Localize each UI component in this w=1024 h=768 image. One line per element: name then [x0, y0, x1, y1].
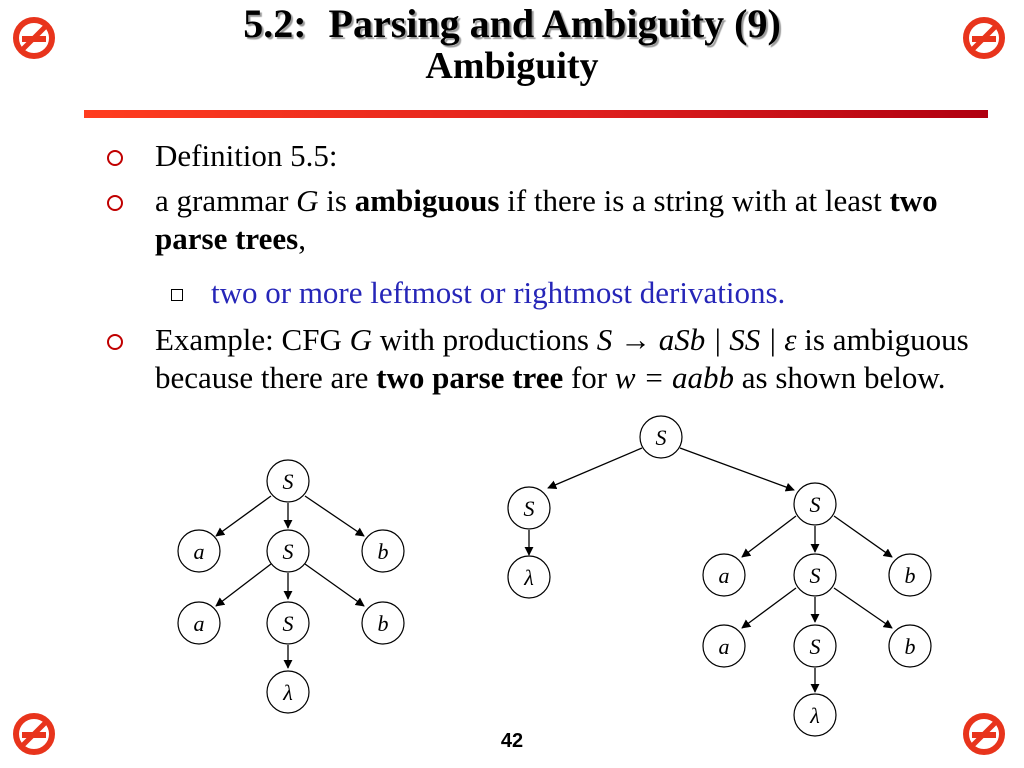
- node-circle: [793, 553, 837, 597]
- node-circle: [793, 482, 837, 526]
- node-label: a: [194, 611, 205, 636]
- hollow-circle-bullet-icon: [107, 195, 123, 211]
- node-circle: [266, 670, 310, 714]
- node-label: b: [378, 611, 389, 636]
- edge: [833, 587, 893, 629]
- text: is ambiguous because there are: [155, 322, 969, 395]
- node-label: S: [283, 539, 294, 564]
- page-number: 42: [500, 730, 524, 752]
- text: for: [563, 360, 615, 395]
- node-label: S: [810, 634, 821, 659]
- text: is: [318, 183, 355, 218]
- node-circle: [888, 624, 932, 668]
- text: a grammar: [155, 183, 297, 218]
- edge: [679, 447, 795, 492]
- edge: [741, 515, 797, 558]
- node-circle: [793, 693, 837, 737]
- title-number: 5.2:: [243, 1, 307, 46]
- node-circle: [361, 529, 405, 573]
- edge: [304, 495, 365, 537]
- tree-nodes: [177, 415, 932, 737]
- text: ,: [298, 221, 306, 256]
- sub-bullet-derivations: two or more leftmost or rightmost deriva…: [171, 274, 991, 312]
- text-bold: two parse tree: [376, 360, 564, 395]
- bullet-example: Example: CFG G with productions S → aSb …: [107, 321, 990, 397]
- node-circle: [702, 553, 746, 597]
- node-circle: [266, 459, 310, 503]
- edge: [547, 447, 643, 489]
- node-label: b: [378, 539, 389, 564]
- node-label: λ: [282, 680, 293, 705]
- node-circle: [177, 601, 221, 645]
- tree-labels: S a S b a S b λ S S S λ a S b a S b λ: [194, 425, 916, 728]
- hollow-circle-bullet-icon: [107, 334, 123, 350]
- node-label: b: [905, 563, 916, 588]
- productions: S → aSb | SS | ε: [596, 322, 797, 357]
- node-label: a: [719, 634, 730, 659]
- node-label: S: [524, 496, 535, 521]
- no-smoking-icon: [963, 17, 1005, 59]
- text-italic: G: [296, 183, 319, 218]
- edge: [741, 587, 797, 629]
- title-subtitle: Ambiguity: [425, 45, 599, 87]
- node-label: S: [810, 492, 821, 517]
- bullet-text: Definition 5.5:: [155, 138, 338, 173]
- node-label: a: [719, 563, 730, 588]
- node-label: S: [810, 563, 821, 588]
- no-smoking-icon: [13, 713, 55, 755]
- node-label: S: [656, 425, 667, 450]
- node-circle: [888, 553, 932, 597]
- text-bold: two parse trees: [155, 183, 938, 256]
- edge: [833, 515, 893, 558]
- title-main: Parsing and Ambiguity (9): [328, 1, 781, 46]
- node-label: λ: [809, 703, 820, 728]
- bullet-ambiguous-definition: a grammar G is ambiguous if there is a s…: [107, 182, 985, 258]
- node-label: b: [905, 634, 916, 659]
- no-smoking-icon: [963, 713, 1005, 755]
- node-circle: [507, 486, 551, 530]
- bullet-definition: Definition 5.5:: [107, 137, 985, 175]
- node-circle: [266, 529, 310, 573]
- text-italic: G: [349, 322, 372, 357]
- edge: [215, 495, 272, 537]
- text: if there is a string with at least: [499, 183, 890, 218]
- text: Example: CFG: [155, 322, 350, 357]
- node-label: S: [283, 469, 294, 494]
- node-label: a: [194, 539, 205, 564]
- node-circle: [266, 601, 310, 645]
- title-divider: [84, 110, 988, 118]
- slide-title: 5.2: Parsing and Ambiguity (9) Ambiguity: [80, 1, 944, 87]
- node-circle: [507, 555, 551, 599]
- no-smoking-icon: [13, 17, 55, 59]
- text-bold: ambiguous: [354, 183, 500, 218]
- node-circle: [793, 624, 837, 668]
- node-circle: [177, 529, 221, 573]
- node-circle: [702, 624, 746, 668]
- node-label: λ: [523, 565, 534, 590]
- node-label: S: [283, 611, 294, 636]
- node-circle: [639, 415, 683, 459]
- sub-bullet-text: two or more leftmost or rightmost deriva…: [211, 275, 786, 310]
- example-string: w = aabb: [614, 360, 734, 395]
- tree-edges: [215, 447, 893, 693]
- hollow-circle-bullet-icon: [107, 150, 123, 166]
- text: with productions: [372, 322, 597, 357]
- edge: [215, 563, 272, 607]
- node-circle: [361, 601, 405, 645]
- text: as shown below.: [734, 360, 946, 395]
- edge: [304, 563, 365, 607]
- hollow-square-bullet-icon: [171, 289, 183, 301]
